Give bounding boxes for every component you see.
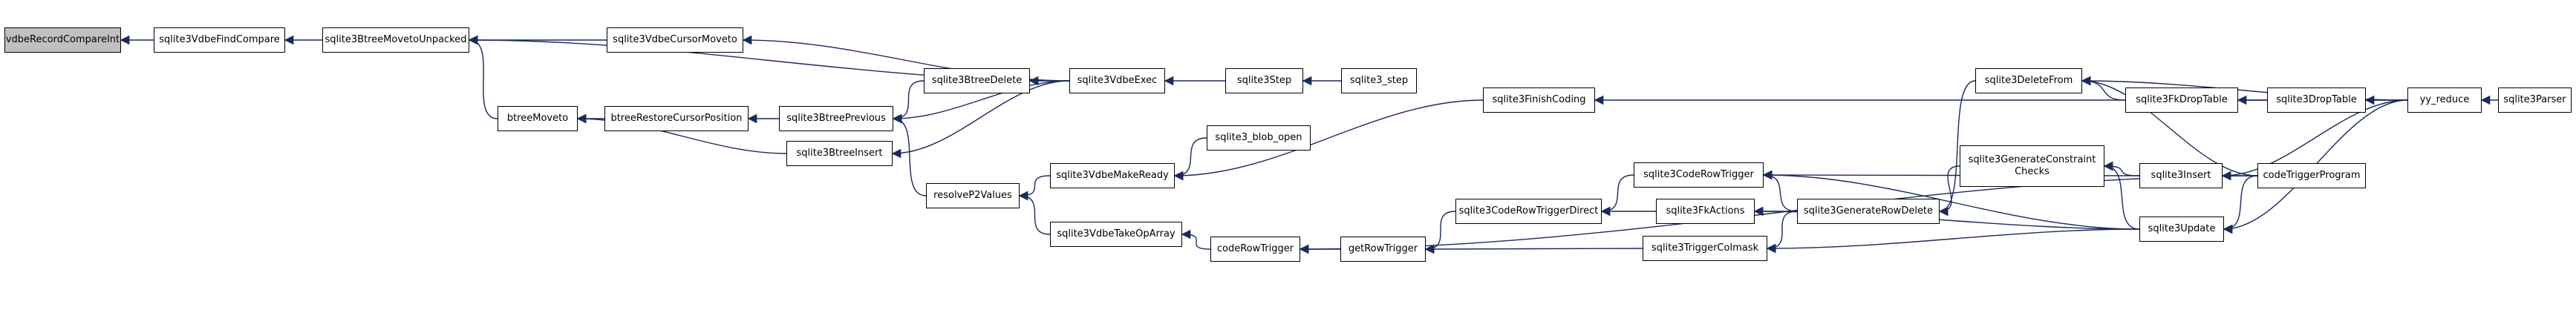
node-vdbeRecordCompareInt: vdbeRecordCompareInt xyxy=(4,27,121,53)
edge-sqlite3_blob_open-to-sqlite3VdbeMakeReady xyxy=(1173,137,1207,181)
node-sqlite3TriggerColmask[interactable]: sqlite3TriggerColmask xyxy=(1643,236,1767,261)
edge-sqlite3GenerateConstraintChecks-to-sqlite3GenerateRowDelete xyxy=(1938,165,1960,217)
node-sqlite3CodeRowTrigger[interactable]: sqlite3CodeRowTrigger xyxy=(1634,162,1764,188)
node-sqlite3FinishCoding[interactable]: sqlite3FinishCoding xyxy=(1483,87,1595,113)
edge-codeTriggerProgram-to-sqlite3Update xyxy=(2223,175,2258,234)
node-sqlite3_blob_open[interactable]: sqlite3_blob_open xyxy=(1207,125,1311,151)
edge-sqlite3GenerateRowDelete-to-sqlite3CodeRowTrigger xyxy=(1762,170,1798,212)
edge-sqlite3VdbeMakeReady-to-resolveP2Values xyxy=(1018,175,1051,201)
node-getRowTrigger[interactable]: getRowTrigger xyxy=(1340,237,1426,262)
node-sqlite3GenerateConstraintChecks[interactable]: sqlite3GenerateConstraint Checks xyxy=(1960,145,2104,187)
node-sqlite3BtreePrevious[interactable]: sqlite3BtreePrevious xyxy=(779,106,893,131)
node-sqlite3Step[interactable]: sqlite3Step xyxy=(1225,68,1303,93)
node-btreeMoveto[interactable]: btreeMoveto xyxy=(498,106,578,131)
node-sqlite3VdbeExec[interactable]: sqlite3VdbeExec xyxy=(1069,68,1165,93)
node-sqlite3BtreeInsert[interactable]: sqlite3BtreeInsert xyxy=(786,141,893,166)
edge-sqlite3GenerateRowDelete-to-sqlite3TriggerColmask xyxy=(1766,211,1798,254)
node-sqlite3VdbeMakeReady[interactable]: sqlite3VdbeMakeReady xyxy=(1050,163,1175,188)
node-sqlite3CodeRowTriggerDirect[interactable]: sqlite3CodeRowTriggerDirect xyxy=(1455,199,1602,224)
node-codeRowTrigger[interactable]: codeRowTrigger xyxy=(1210,237,1300,262)
edge-sqlite3TriggerColmask-to-getRowTrigger xyxy=(1424,244,1643,254)
node-btreeRestoreCursorPosition[interactable]: btreeRestoreCursorPosition xyxy=(604,106,749,131)
edge-codeRowTrigger-to-sqlite3VdbeTakeOpArray xyxy=(1181,229,1211,250)
node-sqlite3DropTable[interactable]: sqlite3DropTable xyxy=(2267,87,2366,113)
edge-sqlite3CodeRowTriggerDirect-to-getRowTrigger xyxy=(1424,211,1456,254)
node-sqlite3Insert[interactable]: sqlite3Insert xyxy=(2139,163,2223,188)
edge-sqlite3VdbeTakeOpArray-to-resolveP2Values xyxy=(1018,191,1051,235)
edge-resolveP2Values-to-sqlite3BtreePrevious xyxy=(892,113,927,196)
edge-codeTriggerProgram-to-codeRowTrigger xyxy=(1299,175,2258,254)
edge-sqlite3FinishCoding-to-sqlite3VdbeMakeReady xyxy=(1173,99,1484,181)
node-sqlite3Update[interactable]: sqlite3Update xyxy=(2139,217,2224,242)
node-sqlite3Parser[interactable]: sqlite3Parser xyxy=(2498,87,2572,113)
edge-sqlite3DeleteFrom-to-sqlite3GenerateRowDelete xyxy=(1938,80,1976,217)
node-sqlite3VdbeCursorMoveto[interactable]: sqlite3VdbeCursorMoveto xyxy=(607,27,743,53)
edge-sqlite3BtreeDelete-to-sqlite3BtreePrevious xyxy=(892,80,925,124)
edge-sqlite3Update-to-sqlite3GenerateConstraintChecks xyxy=(2103,161,2140,230)
node-sqlite3VdbeFindCompare[interactable]: sqlite3VdbeFindCompare xyxy=(154,27,285,53)
edge-sqlite3Update-to-sqlite3TriggerColmask xyxy=(1766,228,2140,254)
edge-sqlite3Insert-to-sqlite3GenerateConstraintChecks xyxy=(2103,161,2140,176)
node-sqlite3BtreeDelete[interactable]: sqlite3BtreeDelete xyxy=(924,68,1030,93)
edge-btreeMoveto-to-sqlite3BtreeMovetoUnpacked xyxy=(468,35,498,119)
node-sqlite3GenerateRowDelete[interactable]: sqlite3GenerateRowDelete xyxy=(1797,199,1940,224)
node-sqlite3BtreeMovetoUnpacked[interactable]: sqlite3BtreeMovetoUnpacked xyxy=(322,27,469,53)
node-yy_reduce[interactable]: yy_reduce xyxy=(2407,87,2482,113)
edge-yy_reduce-to-sqlite3Insert xyxy=(2221,99,2408,181)
edge-sqlite3FkDropTable-to-sqlite3DeleteFrom xyxy=(2081,76,2126,101)
node-sqlite3VdbeTakeOpArray[interactable]: sqlite3VdbeTakeOpArray xyxy=(1050,222,1182,247)
node-sqlite3DeleteFrom[interactable]: sqlite3DeleteFrom xyxy=(1975,68,2082,93)
node-codeTriggerProgram[interactable]: codeTriggerProgram xyxy=(2257,163,2366,188)
node-resolveP2Values[interactable]: resolveP2Values xyxy=(926,183,1020,208)
edge-sqlite3CodeRowTrigger-to-sqlite3CodeRowTriggerDirect xyxy=(1600,174,1634,217)
node-sqlite3_step[interactable]: sqlite3_step xyxy=(1341,68,1417,93)
edge-codeTriggerProgram-to-sqlite3DeleteFrom xyxy=(2081,76,2258,176)
edge-sqlite3VdbeExec-to-sqlite3BtreePrevious xyxy=(892,80,1070,124)
node-sqlite3FkActions[interactable]: sqlite3FkActions xyxy=(1656,199,1755,224)
node-sqlite3FkDropTable[interactable]: sqlite3FkDropTable xyxy=(2125,87,2238,113)
edge-sqlite3VdbeExec-to-sqlite3BtreeInsert xyxy=(891,80,1070,159)
